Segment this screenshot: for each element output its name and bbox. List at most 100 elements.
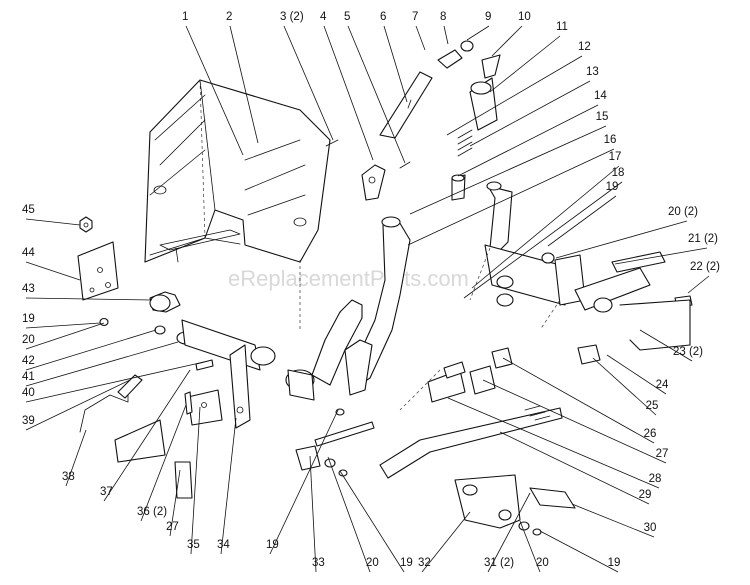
callout-leader	[466, 25, 490, 41]
callout-leader	[487, 492, 531, 573]
callout-leader	[502, 357, 655, 444]
callout-leader	[639, 329, 693, 362]
callout-leader	[25, 361, 205, 403]
callout-leader	[25, 379, 131, 431]
callout-leader	[606, 354, 667, 395]
callout-label: 14	[594, 90, 607, 102]
callout-label: 19	[608, 557, 621, 569]
callout-label: 10	[518, 11, 531, 23]
callout-leader	[463, 181, 623, 299]
callout-label: 29	[639, 489, 652, 501]
callout-label: 39	[22, 415, 35, 427]
callout-leader	[185, 25, 244, 156]
callout-label: 13	[586, 66, 599, 78]
long-bolt	[295, 421, 375, 477]
pedal-arm-center	[311, 299, 363, 386]
callout-label: 34	[217, 539, 230, 551]
callout-leader	[309, 455, 317, 573]
callout-label: 32	[418, 557, 431, 569]
callout-leader	[283, 25, 334, 141]
callout-label: 20	[22, 334, 35, 346]
callout-label: 19	[400, 557, 413, 569]
callout-label: 31 (2)	[484, 557, 514, 569]
callout-label: 18	[612, 167, 625, 179]
callout-leader	[447, 397, 660, 489]
callout-label: 16	[604, 134, 617, 146]
callout-leader	[446, 55, 583, 136]
callout-label: 8	[440, 11, 446, 23]
lower-rod	[379, 405, 563, 479]
callout-leader	[482, 379, 667, 464]
callout-label: 20	[366, 557, 379, 569]
bushings	[427, 347, 513, 403]
callout-leader	[519, 520, 541, 573]
callout-label: 20	[536, 557, 549, 569]
watermark-text: eReplacementParts.com	[228, 266, 469, 291]
callout-label: 17	[609, 151, 622, 163]
callout-label: 1	[182, 11, 188, 23]
callout-label: 9	[485, 11, 491, 23]
callout-label: 5	[344, 11, 350, 23]
callout-label: 19	[266, 539, 279, 551]
callout-label: 7	[412, 11, 418, 23]
callout-leader	[25, 322, 101, 329]
callout-leader	[327, 456, 371, 573]
callout-label: 21 (2)	[688, 233, 718, 245]
callout-label: 3 (2)	[280, 11, 304, 23]
callout-leaders	[25, 25, 710, 573]
callout-leader	[407, 148, 615, 246]
callout-leader	[499, 431, 650, 505]
callout-label: 38	[62, 471, 75, 483]
hex-nut	[79, 216, 93, 233]
callout-leader	[25, 341, 179, 387]
callout-leader	[571, 503, 655, 538]
callout-leader	[25, 218, 81, 226]
callout-leader	[347, 25, 406, 164]
callout-leader	[323, 25, 374, 161]
callout-leader	[471, 165, 620, 289]
callout-label: 45	[22, 204, 35, 216]
callout-leader	[547, 195, 617, 247]
callout-leader	[25, 322, 105, 350]
callout-label: 40	[22, 387, 35, 399]
callout-leader	[409, 125, 607, 215]
callout-leader	[491, 25, 523, 57]
callout-leader	[415, 25, 426, 51]
callout-leader	[140, 404, 187, 522]
small-bolts	[174, 359, 214, 499]
callout-label: 42	[22, 355, 35, 367]
callout-label: 2	[226, 11, 232, 23]
callout-label: 27	[656, 448, 669, 460]
callout-label: 30	[644, 522, 657, 534]
callout-leader	[555, 220, 688, 259]
link-plate	[325, 139, 411, 201]
callout-label: 12	[578, 41, 591, 53]
control-rod-lower	[79, 374, 166, 463]
callout-leader	[25, 297, 153, 301]
pedal-lever-left	[229, 344, 251, 429]
callout-leader	[269, 409, 339, 555]
callout-leader	[190, 406, 201, 555]
callout-label: 36 (2)	[137, 506, 167, 518]
console-housing	[144, 79, 331, 263]
callout-label: 24	[656, 379, 669, 391]
callout-label: 43	[22, 283, 35, 295]
callout-leader	[169, 469, 181, 537]
callout-label: 11	[556, 21, 568, 33]
callout-leader	[687, 275, 710, 294]
callout-label: 27	[166, 521, 179, 533]
callout-label: 23 (2)	[673, 346, 703, 358]
callout-leader	[229, 25, 259, 144]
callout-leader	[421, 511, 471, 573]
callout-label: 41	[22, 371, 35, 383]
callout-leader	[65, 429, 87, 487]
callout-leader	[103, 369, 191, 502]
callout-label: 35	[187, 539, 200, 551]
callout-label: 26	[644, 428, 657, 440]
callout-label: 25	[646, 400, 659, 412]
right-shaft-assembly	[554, 251, 693, 365]
control-rod-upper	[379, 71, 433, 139]
callout-label: 28	[649, 473, 662, 485]
callout-label: 44	[22, 247, 35, 259]
